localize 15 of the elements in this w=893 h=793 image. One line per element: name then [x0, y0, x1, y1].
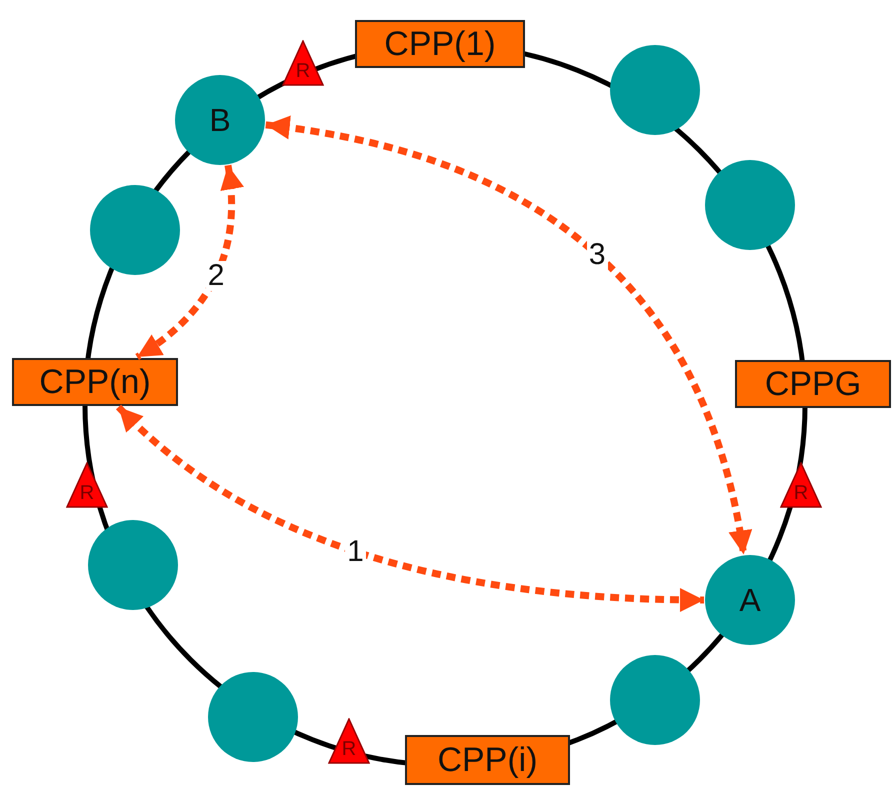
dashed-arrow — [116, 404, 704, 612]
label-box: CPPG — [735, 360, 891, 408]
node-label: R — [794, 482, 808, 504]
node-label: R — [80, 482, 94, 504]
node-label: R — [296, 60, 310, 82]
dashed-arrow — [265, 116, 752, 556]
node-circle: B — [175, 75, 265, 165]
dashed-arrow — [135, 164, 244, 360]
label-box: CPP(n) — [12, 358, 178, 406]
edge-label: 2 — [206, 260, 226, 291]
label-box: CPP(i) — [405, 735, 570, 785]
label-box: CPP(1) — [355, 20, 525, 68]
node-circle: A — [705, 555, 795, 645]
node-label: R — [342, 738, 356, 760]
edge-label: 3 — [586, 240, 608, 270]
